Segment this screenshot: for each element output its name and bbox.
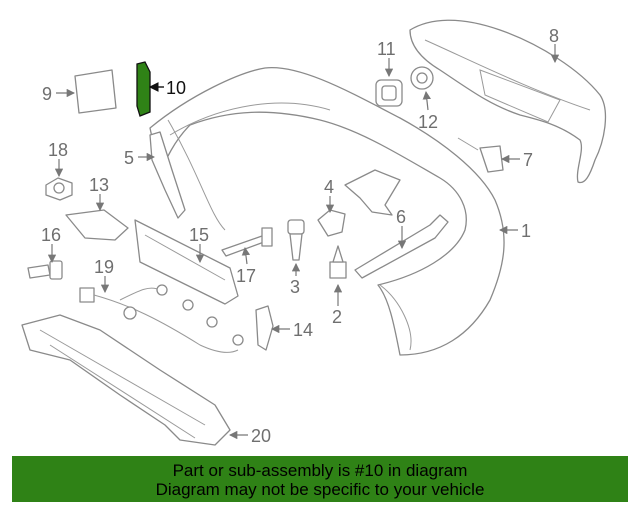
callout-3: 3 bbox=[290, 277, 300, 297]
absorber-part-15[interactable] bbox=[134, 219, 239, 305]
callout-17: 17 bbox=[236, 266, 256, 286]
part-11[interactable] bbox=[375, 79, 403, 107]
nut-part-18[interactable] bbox=[45, 177, 73, 201]
callout-18: 18 bbox=[48, 140, 68, 160]
callout-1: 1 bbox=[521, 221, 531, 241]
screw-part-3[interactable] bbox=[287, 219, 305, 261]
banner-line-part-number: Part or sub-assembly is #10 in diagram bbox=[172, 461, 468, 480]
callout-14: 14 bbox=[293, 320, 313, 340]
callout-20: 20 bbox=[251, 426, 271, 446]
callout-8: 8 bbox=[549, 26, 559, 46]
callout-19: 19 bbox=[94, 257, 114, 277]
callout-9: 9 bbox=[42, 84, 52, 104]
bracket-part-4[interactable] bbox=[317, 209, 346, 237]
info-banner: Part or sub-assembly is #10 in diagram D… bbox=[12, 456, 628, 502]
sensor-part-7[interactable] bbox=[457, 137, 504, 173]
grommet-part-12[interactable] bbox=[410, 66, 434, 90]
bracket-part-13[interactable] bbox=[65, 209, 129, 241]
callout-10: 10 bbox=[166, 78, 186, 98]
callout-13: 13 bbox=[89, 175, 109, 195]
callout-12: 12 bbox=[418, 112, 438, 132]
part-9[interactable] bbox=[74, 69, 117, 114]
callout-11: 11 bbox=[377, 39, 396, 59]
center-bracket bbox=[344, 169, 401, 216]
callout-4: 4 bbox=[324, 177, 334, 197]
bolt-part-16[interactable] bbox=[27, 260, 63, 280]
parts-diagram: 1 2 3 4 5 6 7 8 9 10 11 12 13 14 15 16 1… bbox=[21, 19, 607, 446]
callout-2: 2 bbox=[332, 307, 342, 327]
banner-line-disclaimer: Diagram may not be specific to your vehi… bbox=[155, 480, 485, 499]
bumper-cover-part-1[interactable] bbox=[149, 66, 505, 356]
screw-part-2[interactable] bbox=[329, 245, 347, 279]
clip-part-17[interactable] bbox=[221, 227, 273, 257]
highlighted-part-10[interactable] bbox=[136, 61, 151, 117]
bracket-part-5[interactable] bbox=[149, 131, 186, 219]
callout-7: 7 bbox=[523, 150, 533, 170]
bracket-part-14[interactable] bbox=[255, 305, 274, 351]
wiring-harness-part-19[interactable] bbox=[79, 284, 244, 353]
callout-5: 5 bbox=[124, 148, 134, 168]
callout-15: 15 bbox=[189, 225, 209, 245]
reinforcement-beam-part-20[interactable] bbox=[21, 314, 231, 446]
callout-6: 6 bbox=[396, 207, 406, 227]
callout-16: 16 bbox=[41, 225, 61, 245]
